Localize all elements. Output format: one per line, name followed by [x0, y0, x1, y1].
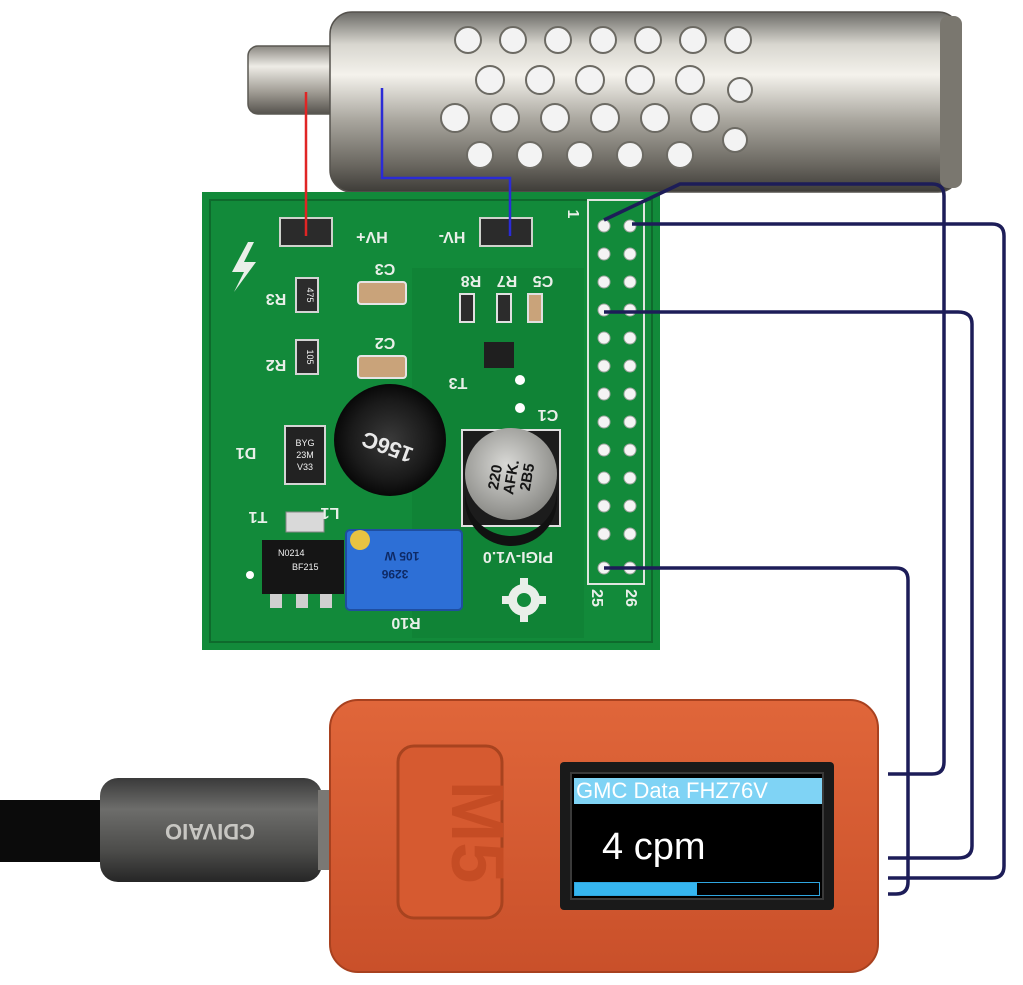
marking-pot-2: 105 W [384, 549, 419, 563]
marking-r3: 475 [305, 287, 315, 302]
marking-diode-3: V33 [297, 462, 313, 472]
label-r2: R2 [266, 356, 287, 373]
marking-diode-1: BYG [295, 438, 314, 448]
label-r10: R10 [391, 614, 420, 631]
marking-r2: 105 [305, 349, 315, 364]
label-c3: C3 [375, 260, 396, 277]
label-c1: C1 [538, 406, 559, 423]
tube-perforations [440, 26, 753, 169]
label-d1: D1 [236, 444, 257, 461]
connection-wires [603, 182, 1006, 896]
usb-cable: CDIVAIO [0, 778, 338, 882]
hv-minus-pad [479, 217, 533, 247]
marking-transistor-2: BF215 [292, 562, 319, 572]
transistor-t1 [262, 540, 344, 594]
header-pins [597, 219, 637, 575]
geiger-tube [247, 11, 962, 193]
label-pin-26: 26 [622, 589, 639, 607]
label-t3: T3 [449, 374, 468, 391]
marking-cap-1: 220 [485, 463, 506, 491]
m5-logo: M5 [436, 781, 519, 884]
screen-title: GMC Data FHZ76V [574, 778, 822, 804]
label-board-name: PIGI-V1.0 [483, 548, 553, 565]
marking-cap-3: 2B5 [517, 462, 539, 492]
open-hardware-icon [502, 578, 546, 622]
lightning-icon [232, 242, 256, 292]
m5-button [396, 744, 504, 920]
potentiometer-r10 [345, 529, 463, 611]
pigi-pcb: HV+ HV- 1 C3 R3 C5 R7 R8 C2 R2 T3 C1 D1 … [202, 192, 660, 650]
oled-screen: GMC Data FHZ76V 4 cpm [570, 772, 824, 900]
wire-hv-minus [380, 88, 512, 236]
screen-value: 4 cpm [602, 826, 706, 868]
marking-pot-1: 3296 [381, 567, 408, 581]
label-r8: R8 [461, 272, 482, 289]
label-r3: R3 [266, 290, 287, 307]
label-pin-1: 1 [564, 210, 581, 219]
marking-diode-2: 23M [296, 450, 314, 460]
label-pin-25: 25 [588, 589, 605, 607]
label-l1: L1 [321, 504, 340, 521]
label-hv-minus: HV- [439, 228, 466, 245]
capacitor-c1 [465, 428, 557, 520]
screen-level-bar [574, 882, 820, 896]
label-c2: C2 [375, 334, 396, 351]
label-hv-plus: HV+ [356, 228, 388, 245]
label-r7: R7 [497, 272, 518, 289]
label-t1: T1 [249, 508, 268, 525]
marking-cap-2: AFK. [500, 459, 523, 496]
screen-level-bar-fill [575, 883, 697, 895]
inductor-l1 [334, 384, 446, 496]
marking-transistor-1: N0214 [278, 548, 305, 558]
cable-brand-label: CDIVAIO [165, 819, 255, 844]
label-c5: C5 [533, 272, 554, 289]
gpio-header [587, 199, 645, 585]
